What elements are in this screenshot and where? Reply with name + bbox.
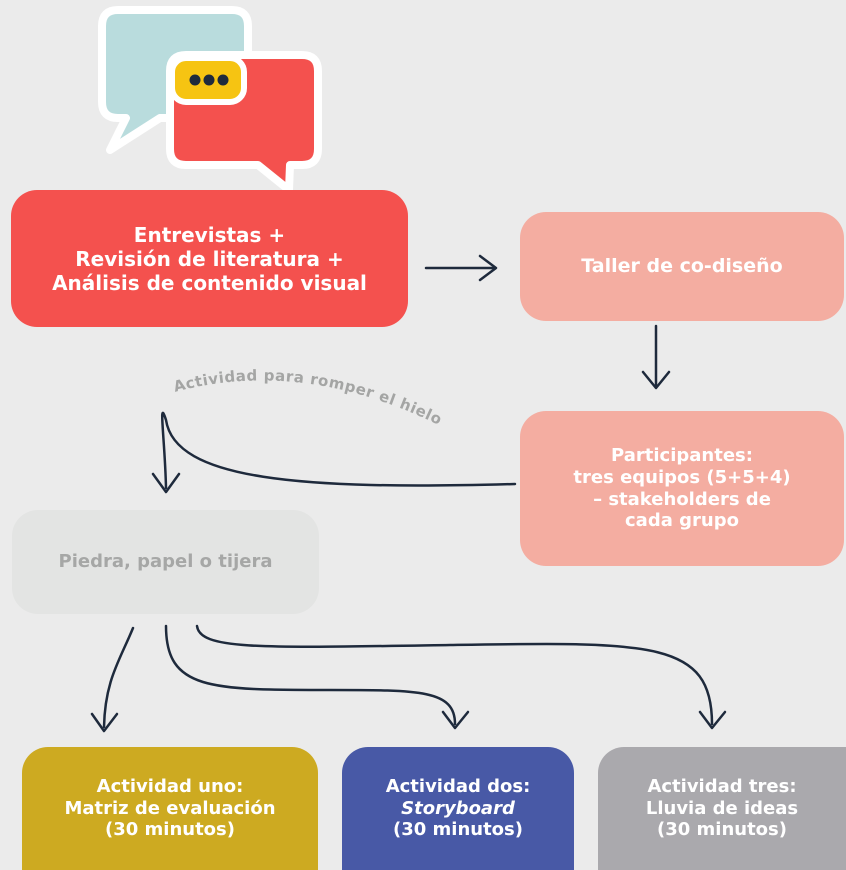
box-line: Actividad dos:	[385, 776, 531, 798]
activity-one-box: Actividad uno: Matriz de evaluación (30 …	[22, 747, 318, 870]
arrowhead	[478, 254, 498, 282]
box-line: Lluvia de ideas	[645, 797, 799, 819]
arrowhead	[151, 472, 181, 494]
box-line: tres equipos (5+5+4)	[573, 466, 791, 488]
box-line: Taller de co-diseño	[581, 255, 783, 278]
curve-to-activity-one	[102, 626, 135, 729]
box-line: Análisis de contenido visual	[52, 270, 367, 295]
box-line: cada grupo	[625, 510, 739, 532]
curve-to-activity-two	[164, 624, 457, 726]
arrowhead	[90, 712, 119, 733]
codesign-workshop-box: Taller de co-diseño	[520, 212, 844, 321]
box-line: (30 minutos)	[656, 819, 787, 841]
curve-to-activity-three	[195, 624, 714, 726]
box-line: Actividad tres:	[647, 776, 797, 798]
box-line: Storyboard	[401, 797, 515, 819]
participants-box: Participantes: tres equipos (5+5+4) – st…	[520, 411, 844, 566]
box-line: Participantes:	[611, 445, 753, 467]
icebreaker-label: Actividad para romper el hielo	[172, 366, 446, 428]
interviews-literature-box: Entrevistas + Revisión de literatura + A…	[11, 190, 408, 327]
box-line: Revisión de literatura +	[75, 246, 344, 271]
box-line: (30 minutos)	[392, 819, 523, 841]
curve-to-rock-paper-scissors	[160, 411, 517, 490]
activity-two-box: Actividad dos: Storyboard (30 minutos)	[342, 747, 574, 870]
rock-paper-scissors-box: Piedra, papel o tijera	[12, 510, 319, 614]
box-line: (30 minutos)	[104, 819, 235, 841]
arrowhead	[441, 710, 470, 730]
box-line: Entrevistas +	[133, 222, 286, 247]
arrowhead	[698, 710, 727, 730]
box-line: Piedra, papel o tijera	[58, 551, 273, 573]
arrowhead	[641, 370, 671, 390]
box-line: Matriz de evaluación	[64, 797, 276, 819]
box-line: Actividad uno:	[96, 776, 244, 798]
activity-three-box: Actividad tres: Lluvia de ideas (30 minu…	[598, 747, 846, 870]
box-line: – stakeholders de	[593, 488, 771, 510]
